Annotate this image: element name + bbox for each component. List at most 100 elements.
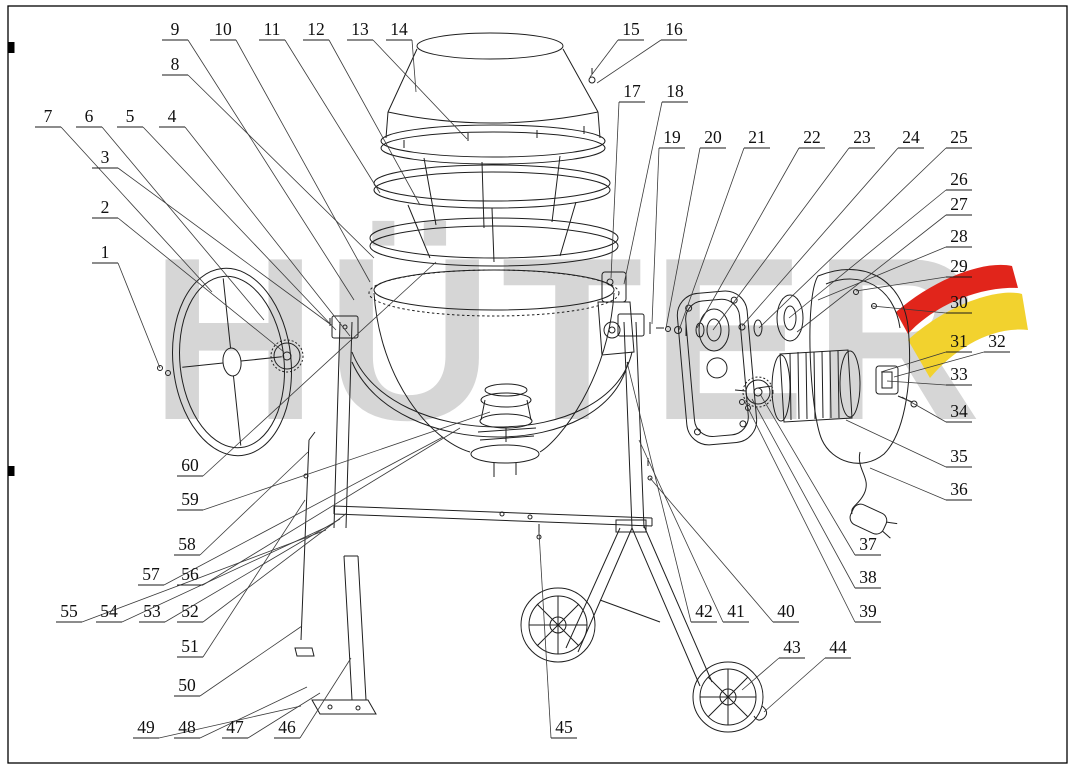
leader-line	[596, 39, 662, 84]
part-number-label: 22	[803, 127, 821, 147]
leader-line	[796, 214, 947, 333]
hand-wheel	[172, 267, 292, 457]
part-number-label: 34	[950, 401, 968, 421]
frame-crossbar	[333, 505, 653, 540]
part-number-label: 9	[171, 19, 180, 39]
drive-gear-cluster	[734, 376, 774, 411]
leader-line	[60, 126, 213, 293]
leader-line	[117, 167, 331, 325]
drum-pivot-bracket	[597, 271, 635, 356]
part-number-label: 40	[777, 601, 795, 621]
leader-line	[299, 657, 352, 739]
leader-line	[893, 351, 985, 378]
drum-body	[368, 269, 620, 477]
border-frame	[7, 5, 1068, 764]
part-number-label: 31	[950, 331, 968, 351]
part-number-label: 30	[950, 292, 968, 312]
leader-line	[117, 262, 161, 369]
leader-line	[638, 439, 724, 623]
leader-line	[117, 217, 285, 353]
part-number-label: 2	[101, 197, 110, 217]
wheel-left	[520, 587, 596, 663]
part-number-label: 35	[950, 446, 968, 466]
part-number-label: 13	[351, 19, 369, 39]
pulley	[776, 294, 804, 342]
part-number-label: 56	[181, 564, 199, 584]
registration-mark	[8, 42, 15, 53]
part-number-label: 21	[748, 127, 766, 147]
leader-line	[101, 126, 265, 321]
gearbox-cover-plate	[676, 290, 758, 446]
leader-line	[817, 246, 947, 301]
part-number-label: 44	[829, 637, 847, 657]
part-number-label: 18	[666, 81, 684, 101]
discharge-funnel-parts	[477, 383, 537, 442]
lower-reinforcement-band	[369, 201, 619, 267]
leader-line	[651, 147, 660, 325]
leader-line	[202, 512, 348, 623]
leader-line	[199, 686, 308, 739]
leader-line	[886, 380, 947, 386]
part-number-label: 20	[704, 127, 722, 147]
part-number-label: 57	[142, 564, 160, 584]
part-number-label: 53	[143, 601, 161, 621]
electric-motor	[757, 349, 861, 423]
leader-line	[741, 657, 780, 691]
part-number-label: 19	[663, 127, 681, 147]
part-number-label: 41	[727, 601, 745, 621]
logo-yellow-swoosh	[908, 292, 1028, 378]
pinion-gear	[270, 339, 304, 373]
leader-line	[880, 351, 947, 373]
part-number-label: 10	[214, 19, 232, 39]
leader-line	[741, 147, 899, 327]
leader-line	[372, 39, 468, 140]
part-number-label: 54	[100, 601, 118, 621]
leader-line	[199, 625, 303, 697]
drum-gear-ring	[368, 269, 620, 317]
belt-guard-cover	[809, 268, 910, 464]
drum-flange-ring	[380, 124, 606, 165]
part-number-label: 6	[85, 106, 94, 126]
brand-logo	[896, 264, 1028, 378]
leader-line	[538, 531, 552, 739]
part-number-label: 11	[264, 19, 281, 39]
drum-support-yoke	[351, 351, 633, 438]
part-number-label: 5	[126, 106, 135, 126]
leader-line	[184, 126, 351, 337]
front-left-leg	[311, 555, 377, 715]
leader-line	[759, 393, 856, 556]
leader-line	[744, 401, 856, 623]
cone-bolt	[588, 76, 596, 84]
leader-lines	[60, 39, 985, 739]
leader-line	[202, 499, 306, 658]
leader-line	[202, 411, 491, 511]
part-number-label: 55	[60, 601, 78, 621]
leader-line	[845, 419, 947, 468]
part-number-label: 51	[181, 636, 199, 656]
leader-line	[678, 147, 745, 331]
drum-top-cone	[385, 32, 601, 139]
registration-mark	[8, 466, 15, 476]
leader-line	[247, 692, 321, 739]
tow-frame	[565, 519, 713, 687]
leader-line	[626, 361, 692, 623]
leader-line	[202, 427, 461, 586]
part-number-label: 42	[695, 601, 713, 621]
part-number-label: 37	[859, 534, 877, 554]
leader-line	[763, 657, 826, 713]
leader-line	[411, 39, 417, 93]
part-number-label: 29	[950, 256, 968, 276]
leader-line	[788, 189, 947, 319]
part-number-label: 59	[181, 489, 199, 509]
logo-red-swoosh	[896, 264, 1018, 334]
part-number-label: 27	[950, 194, 968, 214]
foot-plate	[311, 699, 377, 715]
power-cord-plug	[849, 451, 898, 539]
leader-line	[328, 39, 421, 206]
part-number-label: 38	[859, 567, 877, 587]
leader-line	[623, 101, 663, 285]
leader-line	[751, 398, 856, 589]
part-number-label: 8	[171, 54, 180, 74]
leader-line	[142, 126, 337, 331]
